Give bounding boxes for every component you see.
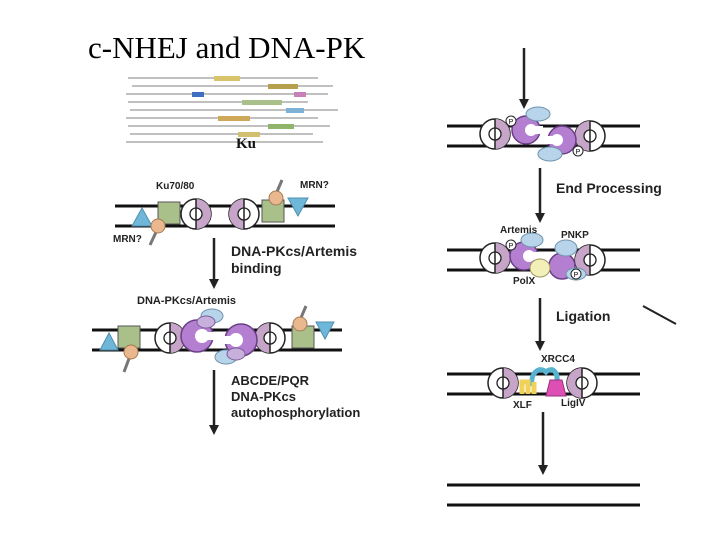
- mrn-triangle: [315, 321, 335, 341]
- ku-ring: [574, 120, 606, 152]
- dna-pkcs-protein: [546, 125, 577, 155]
- ku-ring: [479, 118, 511, 150]
- complex-label: DNA-PKcs/Artemis: [137, 295, 237, 307]
- ku-ring: [566, 367, 598, 399]
- step-end-processing: End Processing: [556, 180, 662, 196]
- lig4-label: LigIV: [561, 398, 586, 409]
- step-line: ABCDE/PQR: [231, 373, 310, 388]
- ku-ring: [479, 242, 511, 274]
- ku-ring: [228, 198, 260, 230]
- ku-ring: [574, 244, 606, 276]
- step-line: DNA-PKcs/Artemis: [231, 243, 358, 259]
- dna-strand-pair-3: [447, 124, 640, 148]
- pnkp-label: PNKP: [561, 230, 589, 241]
- ku-ring: [180, 198, 212, 230]
- lig4-protein: [545, 379, 567, 397]
- ku-label: Ku70/80: [156, 181, 195, 192]
- mrn-complex-green: [157, 201, 181, 225]
- phosphate-marker: P: [505, 239, 517, 251]
- step-ligation: Ligation: [556, 308, 611, 324]
- artemis-protein: [196, 315, 216, 329]
- mrn-triangle: [131, 206, 153, 227]
- mrn-label-top: MRN?: [300, 180, 329, 191]
- thumbnail-caption: Ku: [236, 136, 257, 152]
- mrn-complex-green: [117, 325, 141, 349]
- phosphate-label: P: [576, 149, 581, 156]
- step-line: DNA-PKcs: [231, 389, 297, 404]
- dna-strand-pair-5: [447, 372, 640, 396]
- mrn-triangle: [99, 331, 119, 351]
- artemis-label: Artemis: [500, 225, 538, 236]
- phosphate-marker: P: [505, 115, 517, 127]
- xlf-protein: [519, 379, 537, 394]
- phosphate-label: P: [574, 272, 579, 279]
- thumbnail-image: [118, 72, 350, 154]
- pointer-line: [642, 305, 677, 325]
- artemis-protein: [226, 347, 246, 361]
- ku-ring: [254, 322, 286, 354]
- pnkp-protein: [554, 239, 578, 257]
- mrn-lollipop: [148, 218, 166, 246]
- artemis-protein: [537, 146, 563, 162]
- mrn-triangle: [287, 197, 309, 218]
- ku-ring: [487, 367, 519, 399]
- step-line: autophosphorylation: [231, 405, 361, 420]
- artemis-protein: [520, 232, 544, 248]
- phosphate-marker: P: [572, 145, 584, 157]
- phosphate-label: P: [509, 119, 514, 126]
- xrcc4-label: XRCC4: [541, 354, 575, 365]
- mrn-lollipop: [292, 305, 308, 332]
- dna-pkcs-protein: [509, 241, 541, 271]
- slide-title: c-NHEJ and DNA-PK: [88, 30, 366, 65]
- phosphate-marker: P: [570, 268, 582, 280]
- mrn-label-bottom: MRN?: [113, 234, 142, 245]
- artemis-protein: [525, 106, 551, 122]
- polx-protein: [529, 258, 551, 278]
- xlf-label: XLF: [513, 400, 532, 411]
- step-autophosphorylation: ABCDE/PQR DNA-PKcs autophosphorylation: [231, 373, 360, 421]
- step-line: binding: [231, 260, 282, 276]
- polx-label: PolX: [513, 276, 536, 287]
- phosphate-label: P: [509, 243, 514, 250]
- step-dna-pkcs-binding: DNA-PKcs/Artemis binding: [231, 243, 357, 277]
- mrn-lollipop: [122, 344, 139, 373]
- repaired-dna: [447, 483, 640, 507]
- xrcc4-protein: [529, 367, 560, 387]
- mrn-lollipop: [268, 179, 284, 206]
